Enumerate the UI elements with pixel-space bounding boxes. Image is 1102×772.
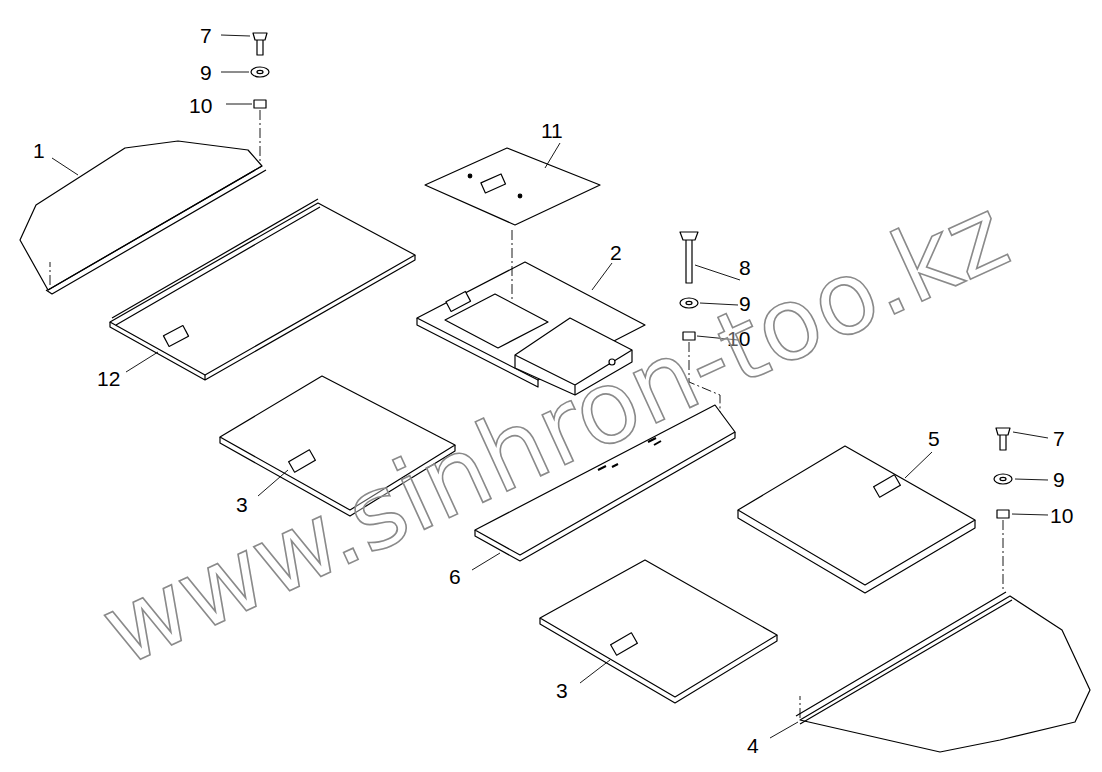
nut xyxy=(254,100,266,108)
assembly-line xyxy=(800,696,801,718)
leader-line xyxy=(226,104,252,105)
floor-panel xyxy=(540,560,777,697)
bolt xyxy=(680,232,698,283)
callout-number: 10 xyxy=(189,95,212,116)
floor-panel xyxy=(110,203,415,375)
assembly-line xyxy=(512,230,513,300)
callout-number: 12 xyxy=(97,368,120,389)
nut xyxy=(997,510,1009,518)
callout-number: 1 xyxy=(33,140,45,161)
cover-plate xyxy=(425,148,600,225)
callout-number: 10 xyxy=(1050,505,1073,526)
callout-number: 7 xyxy=(200,25,212,46)
panel-rail xyxy=(112,199,320,325)
callout-number: 2 xyxy=(610,242,622,263)
leader-line xyxy=(258,470,288,496)
leader-line xyxy=(592,263,612,290)
leader-line xyxy=(695,265,740,280)
leader-line xyxy=(472,553,500,570)
washer xyxy=(994,474,1012,484)
leader-line xyxy=(580,660,610,683)
floor-panel xyxy=(738,446,975,585)
latch xyxy=(481,174,506,193)
bolt xyxy=(996,428,1010,450)
washer xyxy=(680,298,698,308)
side-panel xyxy=(800,596,1090,752)
assembly-line xyxy=(1003,520,1004,592)
leader-line xyxy=(545,143,560,168)
bolt xyxy=(253,33,267,55)
washer xyxy=(251,67,269,77)
leader-line xyxy=(221,72,249,73)
assembly-line xyxy=(260,110,261,164)
callout-number: 3 xyxy=(556,680,568,701)
leader-line xyxy=(905,452,932,478)
leader-line xyxy=(1015,479,1048,480)
handle xyxy=(163,326,188,347)
callout-number: 4 xyxy=(747,735,759,756)
leader-line xyxy=(52,158,78,175)
leader-line xyxy=(1013,432,1048,438)
callout-number: 6 xyxy=(449,566,461,587)
assembly-line xyxy=(50,262,51,285)
callout-number: 5 xyxy=(928,428,940,449)
callout-number: 8 xyxy=(739,257,751,278)
panel-edge xyxy=(110,255,415,380)
leader-line xyxy=(221,35,250,36)
leader-line xyxy=(770,722,798,738)
leader-line xyxy=(126,352,158,372)
callout-number: 9 xyxy=(200,62,212,83)
callout-number: 3 xyxy=(236,494,248,515)
callout-number: 9 xyxy=(1053,469,1065,490)
leader-line xyxy=(1012,514,1048,515)
callout-number: 11 xyxy=(541,120,563,141)
callout-number: 7 xyxy=(1053,428,1065,449)
panel-rail xyxy=(796,592,1012,724)
